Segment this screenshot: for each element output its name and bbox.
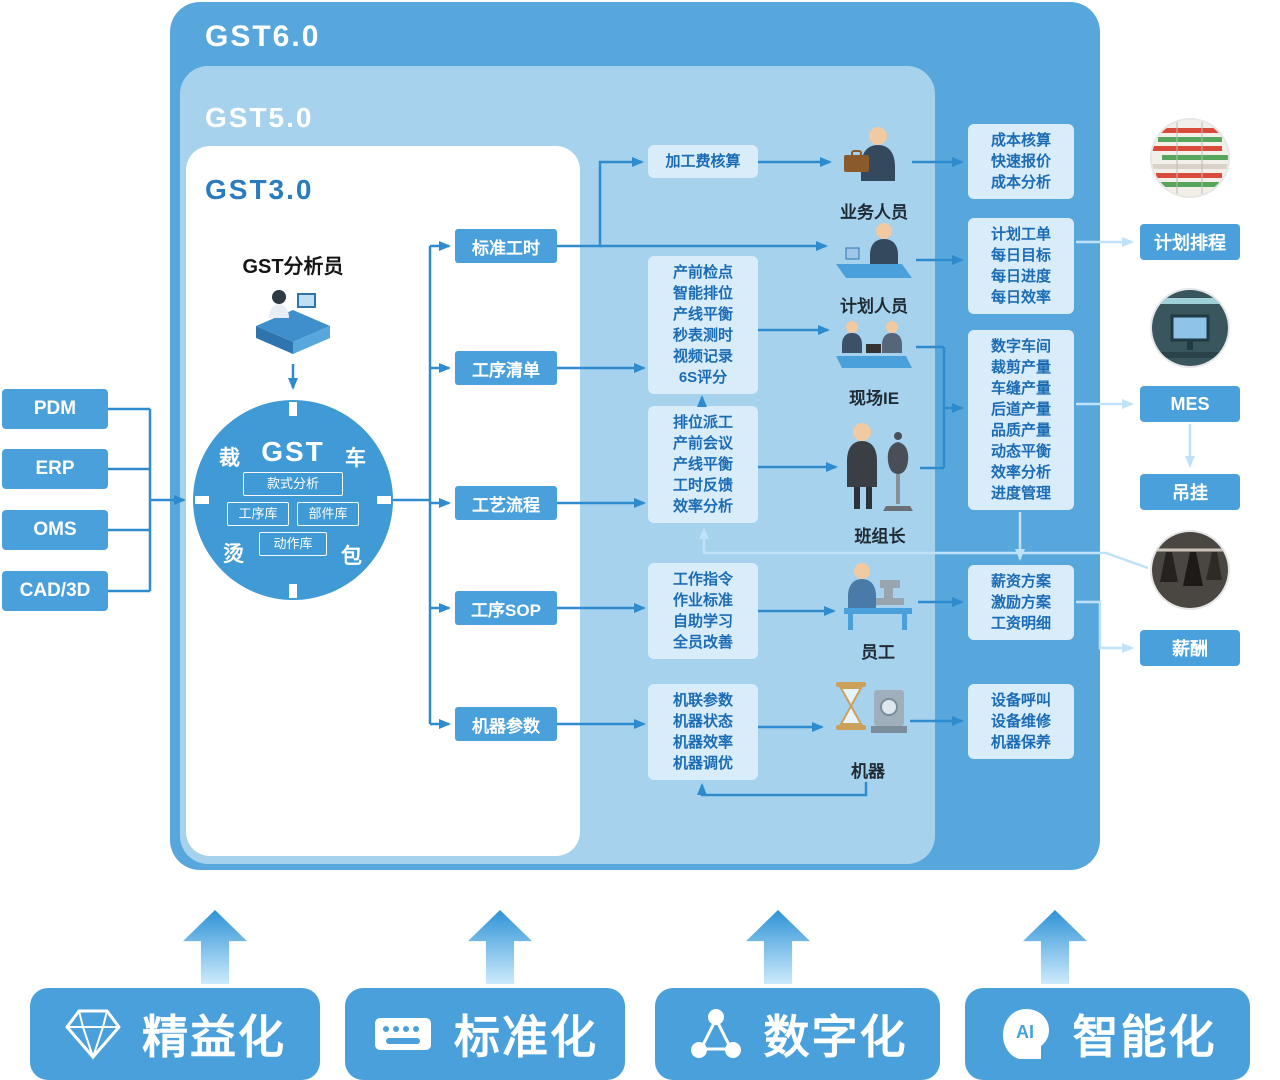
output-device: 设备呼叫设备维修机器保养 [968,684,1074,759]
diamond-icon [65,1009,121,1061]
side-label: 计划排程 [1154,233,1226,253]
side-label: 吊挂 [1172,483,1208,503]
module-process-sop: 工序SOP [455,591,557,625]
input-label: CAD/3D [19,580,91,601]
garment-rack-photo [1150,530,1230,610]
site-ie-illustration [836,321,912,368]
side-label: MES [1170,393,1210,414]
list-processing-fee: 加工费核算 [648,145,758,178]
list-machine-items: 机联参数机器状态机器效率机器调优 [648,684,758,780]
svg-text:AI: AI [1016,1022,1034,1042]
side-box-payroll: 薪酬 [1140,630,1240,666]
gst-wheel: 裁 车 烫 包 GST 款式分析 工序库 部件库 动作库 [193,400,393,600]
team-leader-illustration [847,423,913,511]
quadrant-cut: 裁 [219,447,240,470]
wheel-notch [289,402,297,416]
module-label: 工序清单 [472,360,540,380]
gantt-photo [1150,118,1230,198]
input-box-cad3d: CAD/3D [2,571,108,611]
wheel-notch [289,584,297,598]
pillar-intelligent: AI 智能化 [965,988,1250,1080]
up-arrow [468,910,532,984]
module-label: 机器参数 [472,716,540,736]
pillar-lean: 精益化 [30,988,320,1080]
input-label: PDM [33,398,77,419]
quadrant-sew: 车 [345,447,366,470]
gst3-title: GST3.0 [205,174,314,205]
up-arrow [746,910,810,984]
gst-analyst-label: GST分析员 [242,256,344,278]
input-box-pdm: PDM [2,389,108,429]
side-label: 薪酬 [1172,639,1208,659]
pillar-label: 标准化 [454,1011,598,1063]
input-label: OMS [33,519,77,540]
module-label: 工艺流程 [472,495,540,515]
role-label-planner: 计划人员 [840,297,908,316]
up-arrow [183,910,247,984]
list-worker-items: 工作指令作业标准自助学习全员改善 [648,563,758,659]
pillar-label: 数字化 [763,1011,908,1063]
output-cost: 成本核算快速报价成本分析 [968,124,1074,199]
motion-lib-cell: 动作库 [259,532,327,556]
process-lib-cell: 工序库 [227,502,289,526]
side-box-plan-schedule: 计划排程 [1140,224,1240,260]
style-analysis-cell: 款式分析 [243,472,343,496]
part-lib-cell: 部件库 [297,502,359,526]
role-label-site-ie: 现场IE [848,389,900,408]
quadrant-iron: 烫 [223,543,244,566]
input-box-oms: OMS [2,510,108,550]
input-label: ERP [35,458,75,479]
module-label: 工序SOP [471,600,541,620]
businessperson-illustration [844,127,895,181]
module-process-list: 工序清单 [455,351,557,385]
worker-illustration [844,563,912,630]
side-box-hanging: 吊挂 [1140,474,1240,510]
planner-illustration [836,223,912,278]
output-workshop: 数字车间裁剪产量车缝产量后道产量品质产量动态平衡效率分析进度管理 [968,330,1074,510]
gst6-title: GST6.0 [205,20,321,53]
list-leader-items: 排位派工产前会议产线平衡工时反馈效率分析 [648,406,758,523]
module-label: 标准工时 [472,238,540,258]
quadrant-pack: 包 [341,545,362,568]
output-salary: 薪资方案激励方案工资明细 [968,565,1074,640]
gst-analyst-illustration [256,290,330,354]
pillar-label: 精益化 [142,1011,286,1063]
up-arrow [1023,910,1087,984]
module-standard-time: 标准工时 [455,229,557,263]
role-label-worker: 员工 [861,643,895,662]
side-box-mes: MES [1140,386,1240,422]
workshop-photo [1150,288,1230,368]
wheel-notch [377,496,391,504]
role-label-leader: 班组长 [854,527,906,546]
ai-icon: AI [1002,1009,1049,1059]
machine-illustration [836,682,907,733]
role-label-business: 业务人员 [840,203,908,222]
pillar-standard: 标准化 [345,988,625,1080]
network-icon [690,1009,741,1058]
wheel-notch [195,496,209,504]
wheel-title: GST [261,436,325,467]
keyboard-icon [375,1018,431,1050]
module-process-flow: 工艺流程 [455,486,557,520]
module-machine-params: 机器参数 [455,707,557,741]
pillar-digital: 数字化 [655,988,940,1080]
output-plan: 计划工单每日目标每日进度每日效率 [968,218,1074,314]
input-box-erp: ERP [2,449,108,489]
pillar-label: 智能化 [1072,1011,1217,1063]
role-label-machine: 机器 [851,762,885,781]
gst5-title: GST5.0 [205,102,314,133]
